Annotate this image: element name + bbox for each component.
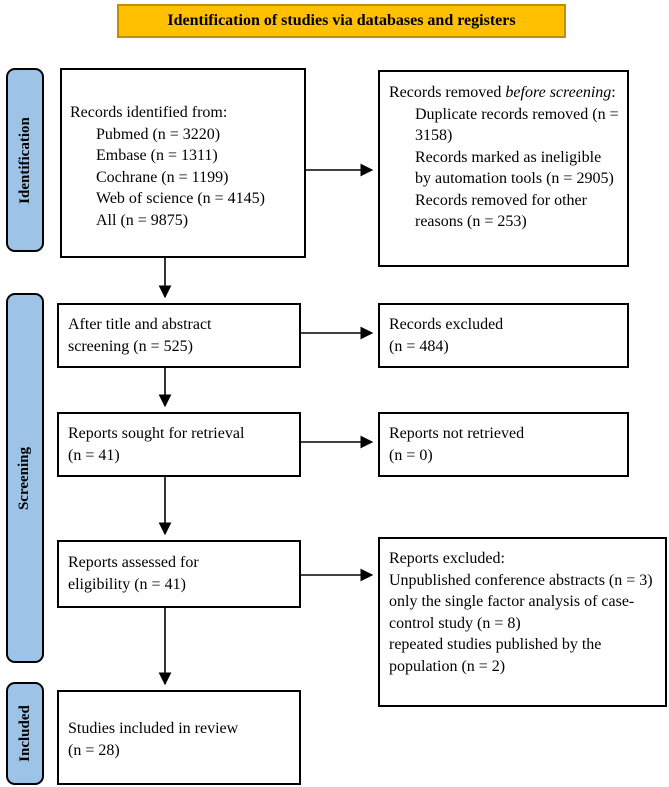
box-title: Records identified from: bbox=[70, 104, 228, 121]
db-count-cochrane: Cochrane (n = 1199) bbox=[96, 168, 229, 186]
stage-ribbon-screening: Screening bbox=[6, 293, 44, 663]
banner-title: Identification of studies via databases … bbox=[117, 4, 566, 38]
excluded-repeated-studies: repeated studies published by the popula… bbox=[389, 636, 602, 675]
box-records-removed-before-screening: Records removed before screening: Duplic… bbox=[378, 70, 629, 267]
stage-label-included: Included bbox=[16, 705, 33, 762]
removed-automation: Records marked as ineligible by automati… bbox=[415, 148, 614, 188]
removed-duplicates: Duplicate records removed (n = 3158) bbox=[415, 105, 619, 145]
box-reports-not-retrieved: Reports not retrieved (n = 0) bbox=[378, 412, 629, 477]
removed-other-reasons: Records removed for other reasons (n = 2… bbox=[415, 191, 587, 231]
box-reports-sought: Reports sought for retrieval (n = 41) bbox=[57, 412, 301, 477]
stage-label-screening: Screening bbox=[16, 446, 33, 510]
db-count-web-of-science: Web of science (n = 4145) bbox=[96, 190, 266, 207]
stage-ribbon-included: Included bbox=[6, 682, 44, 785]
excluded-single-factor: only the single factor analysis of case-… bbox=[389, 593, 635, 632]
box-title: Records removed before screening: bbox=[389, 84, 616, 101]
italic-before-screening: before screening bbox=[505, 84, 612, 101]
box-records-excluded: Records excluded (n = 484) bbox=[378, 303, 629, 368]
db-count-pubmed: Pubmed (n = 3220) bbox=[96, 125, 221, 143]
box-reports-excluded: Reports excluded: Unpublished conference… bbox=[378, 537, 667, 707]
box-studies-included: Studies included in review (n = 28) bbox=[57, 690, 301, 785]
box-title: Reports excluded: bbox=[389, 550, 505, 567]
excluded-conference-abstracts: Unpublished conference abstracts (n = 3) bbox=[389, 571, 653, 589]
box-records-identified: Records identified from: Pubmed (n = 322… bbox=[60, 68, 306, 258]
box-reports-assessed: Reports assessed for eligibility (n = 41… bbox=[57, 540, 301, 608]
box-title-abstract-screening: After title and abstract screening (n = … bbox=[57, 303, 301, 368]
stage-ribbon-identification: Identification bbox=[6, 68, 44, 252]
db-count-all: All (n = 9875) bbox=[96, 211, 189, 229]
stage-label-identification: Identification bbox=[16, 116, 33, 204]
db-count-embase: Embase (n = 1311) bbox=[96, 147, 218, 164]
